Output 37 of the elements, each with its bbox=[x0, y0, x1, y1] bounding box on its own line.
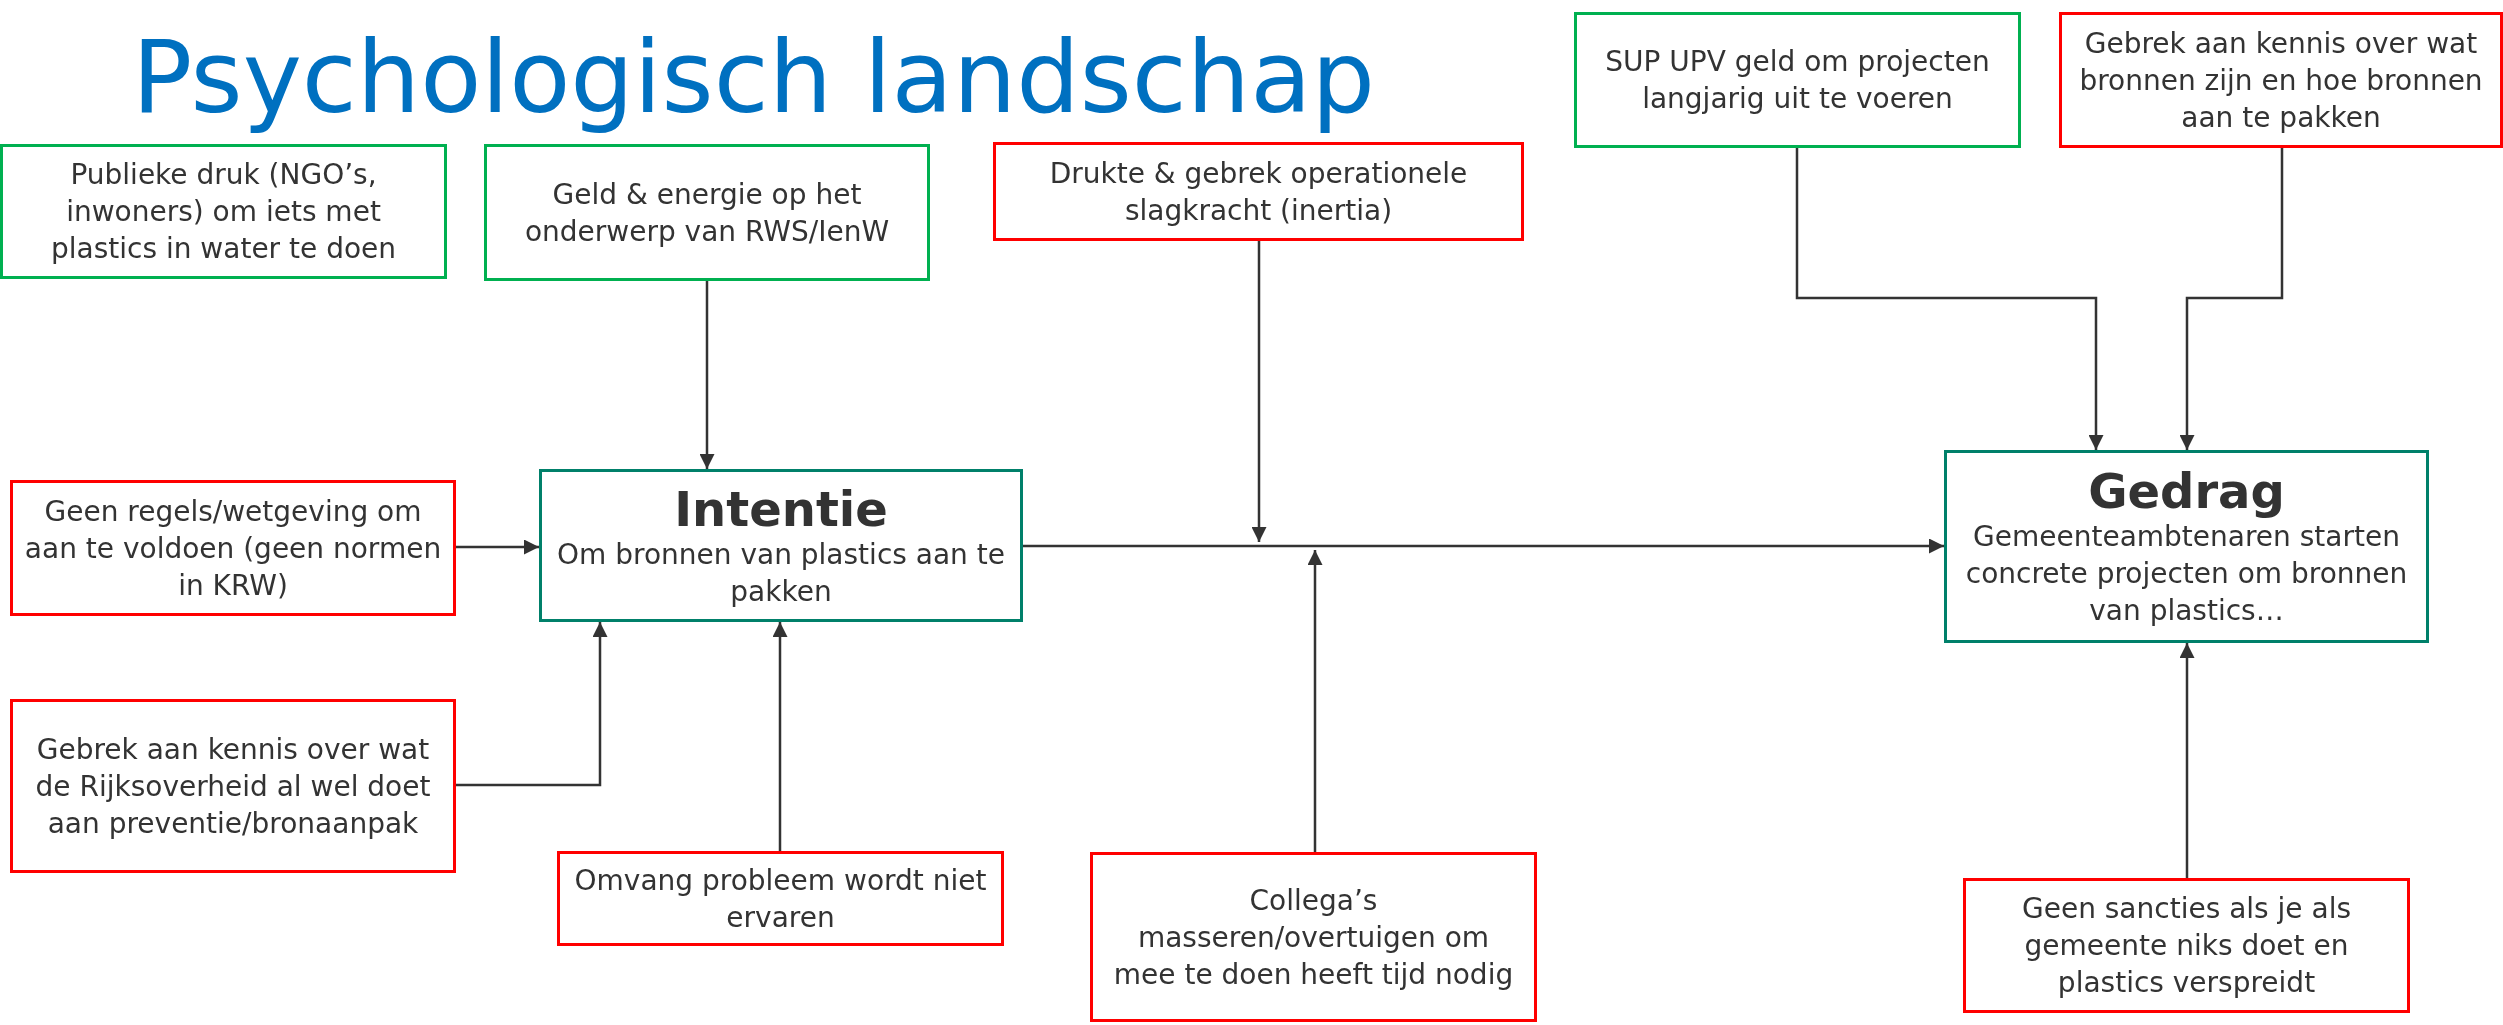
box-text: Collega’s masseren/overtuigen om mee te doen heeft tijd nodig bbox=[1112, 882, 1515, 993]
factor-box bbox=[1090, 852, 1537, 1022]
factor-box bbox=[1944, 450, 2429, 643]
box-text: Om bronnen van plastics aan te pakken bbox=[556, 536, 1006, 610]
arrow bbox=[1795, 148, 2104, 450]
arrow bbox=[1251, 241, 1267, 542]
box-text: Gebrek aan kennis over wat de Rijksoverheid al wel doet aan preventie/bronaanpak bbox=[34, 731, 432, 842]
factor-box bbox=[557, 851, 1004, 946]
factor-box bbox=[993, 142, 1524, 241]
box-text: Geld & energie op het onderwerp van RWS/IenW bbox=[523, 176, 891, 250]
arrow bbox=[772, 622, 788, 851]
arrow bbox=[1307, 550, 1323, 852]
box-text: Omvang probleem wordt niet ervaren bbox=[573, 862, 988, 936]
box-text: Geen sancties als je als gemeente niks doet en plastics verspreidt bbox=[2021, 891, 2352, 1001]
arrow bbox=[456, 539, 539, 555]
box-heading: Gedrag bbox=[2088, 464, 2285, 518]
arrow bbox=[456, 622, 608, 787]
arrow bbox=[2179, 643, 2195, 878]
box-text: Gemeenteambtenaren starten concrete projecten om bronnen van plastics… bbox=[1964, 519, 2409, 629]
factor-box bbox=[2059, 12, 2503, 148]
arrow bbox=[1023, 538, 1944, 554]
box-heading: Intentie bbox=[674, 481, 888, 536]
factor-box bbox=[10, 480, 456, 616]
arrow bbox=[699, 281, 715, 469]
factor-box bbox=[1574, 12, 2021, 148]
factor-box bbox=[10, 699, 456, 873]
box-text: Drukte & gebrek operationele slagkracht (inertia) bbox=[1048, 155, 1469, 229]
factor-box bbox=[539, 469, 1023, 622]
box-text: Publieke druk (NGO’s, inwoners) om iets met plastics in water te doen bbox=[50, 157, 397, 267]
box-text: SUP UPV geld om projecten langjarig uit te voeren bbox=[1604, 44, 1991, 117]
box-text: Gebrek aan kennis over wat bronnen zijn en hoe bronnen aan te pakken bbox=[2078, 25, 2484, 136]
factor-box bbox=[484, 144, 930, 281]
factor-box bbox=[0, 144, 447, 279]
title: Psychologisch landschap bbox=[132, 18, 1375, 138]
box-text: Geen regels/wetgeving om aan te voldoen (geen normen in KRW) bbox=[23, 493, 443, 604]
arrow bbox=[2179, 148, 2284, 450]
factor-box bbox=[1963, 878, 2410, 1013]
